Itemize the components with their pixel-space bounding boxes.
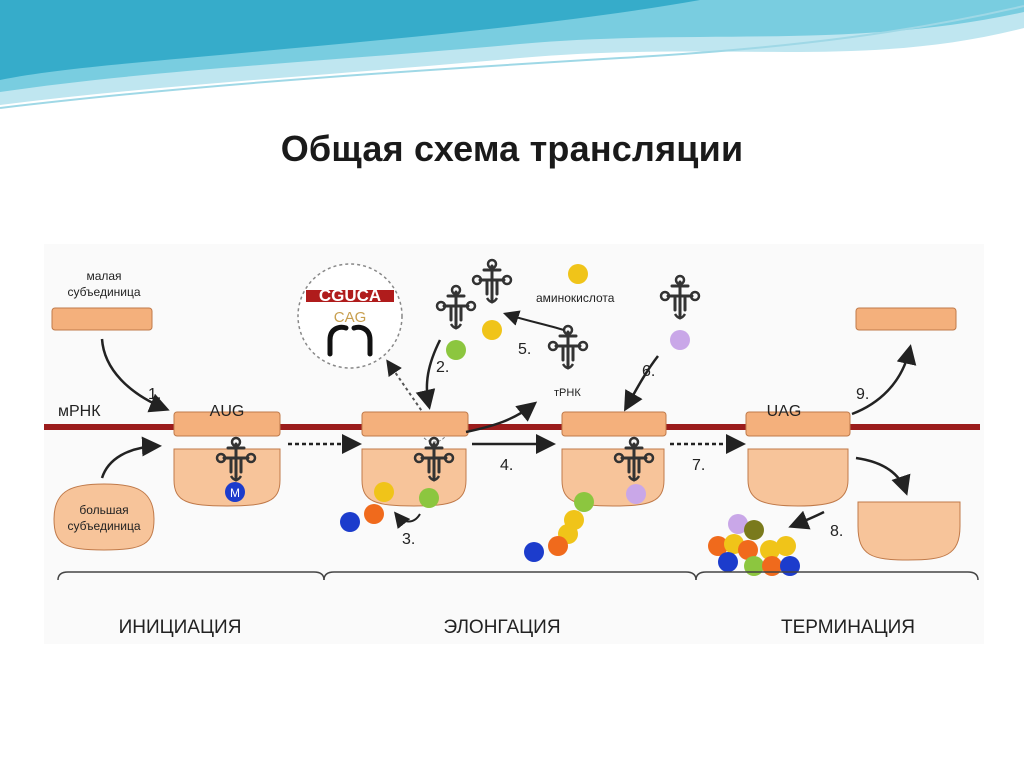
aa-chain-2d (340, 512, 360, 532)
arrow-step-2 (415, 339, 442, 410)
codon-sequence: CGUCA (319, 286, 381, 305)
released-aa (738, 540, 758, 560)
page-title: Общая схема трансляции (280, 128, 744, 169)
aa-lilac-bound (626, 484, 646, 504)
ribosome-4-small (745, 411, 851, 437)
arrow-large-subunit-join (100, 436, 162, 479)
aa-chain-2b (374, 482, 394, 502)
phase-bracket-initiation (57, 571, 325, 581)
step-8: 8. (830, 523, 843, 540)
amino-acid-label: аминокислота (536, 291, 615, 305)
aa-green-incoming (446, 340, 466, 360)
aa-yellow-free (568, 264, 588, 284)
phase-initiation: ИНИЦИАЦИЯ (119, 617, 242, 638)
released-aa (776, 536, 796, 556)
ribosome-1-small (173, 411, 281, 437)
large-subunit-label-line2: субъединица (67, 519, 140, 533)
arrow-large-subunit-release (855, 456, 911, 496)
large-subunit-label-line1: большая (79, 503, 128, 517)
phase-bracket-elongation (323, 571, 697, 581)
aa-chain-3d (548, 536, 568, 556)
released-aa (744, 556, 764, 576)
released-aa (708, 536, 728, 556)
released-aa (762, 556, 782, 576)
aa-lilac-incoming (670, 330, 690, 350)
met-label: M (230, 486, 240, 500)
aa-chain-3a (574, 492, 594, 512)
released-aa (744, 520, 764, 540)
step-7: 7. (692, 457, 705, 474)
anticodon-sequence: CAG (334, 309, 367, 326)
ribosome-1-large (173, 448, 281, 507)
codon-uag: UAG (767, 403, 802, 420)
step-5: 5. (518, 341, 531, 358)
met-aminoacid (225, 482, 245, 502)
released-aa (780, 556, 800, 576)
step-9: 9. (856, 386, 869, 403)
translation-diagram: мРНК малая субъединица большая субъедини… (44, 244, 984, 644)
phase-bracket-termination (695, 571, 979, 581)
arrow-step-3 (393, 511, 421, 529)
step-2: 2. (436, 359, 449, 376)
small-subunit-label-line1: малая (86, 269, 121, 283)
aa-chain-3e (524, 542, 544, 562)
small-subunit-label-line2: субъединица (67, 285, 140, 299)
aa-yellow-charged (482, 320, 502, 340)
trna-label: тРНК (554, 387, 581, 399)
aa-chain-2c (364, 504, 384, 524)
arrow-step-4 (465, 401, 538, 434)
large-subunit (53, 483, 155, 551)
arrow-step-9 (851, 344, 917, 416)
phase-elongation: ЭЛОНГАЦИЯ (443, 617, 560, 638)
ribosome-4-large (747, 448, 849, 507)
step-6: 6. (642, 363, 655, 380)
step-4: 4. (500, 457, 513, 474)
arrow-step-6 (624, 355, 659, 412)
released-large-subunit (857, 501, 961, 561)
header-wave-decoration (0, 0, 1024, 109)
step-1: 1. (148, 386, 161, 403)
arrow-step-1 (100, 338, 170, 413)
small-subunit (51, 307, 153, 331)
step-3: 3. (402, 531, 415, 548)
aa-chain-2a (419, 488, 439, 508)
ribosome-2-small (361, 411, 469, 437)
released-small-subunit (855, 307, 957, 331)
released-aa (760, 540, 780, 560)
released-aa (728, 514, 748, 534)
phase-termination: ТЕРМИНАЦИЯ (781, 617, 915, 638)
arrow-step-5 (502, 310, 565, 331)
released-aa (718, 552, 738, 572)
arrow-step-8 (788, 510, 825, 530)
mrna-label: мРНК (58, 403, 101, 420)
codon-aug: AUG (210, 403, 245, 420)
ribosome-3-small (561, 411, 667, 437)
